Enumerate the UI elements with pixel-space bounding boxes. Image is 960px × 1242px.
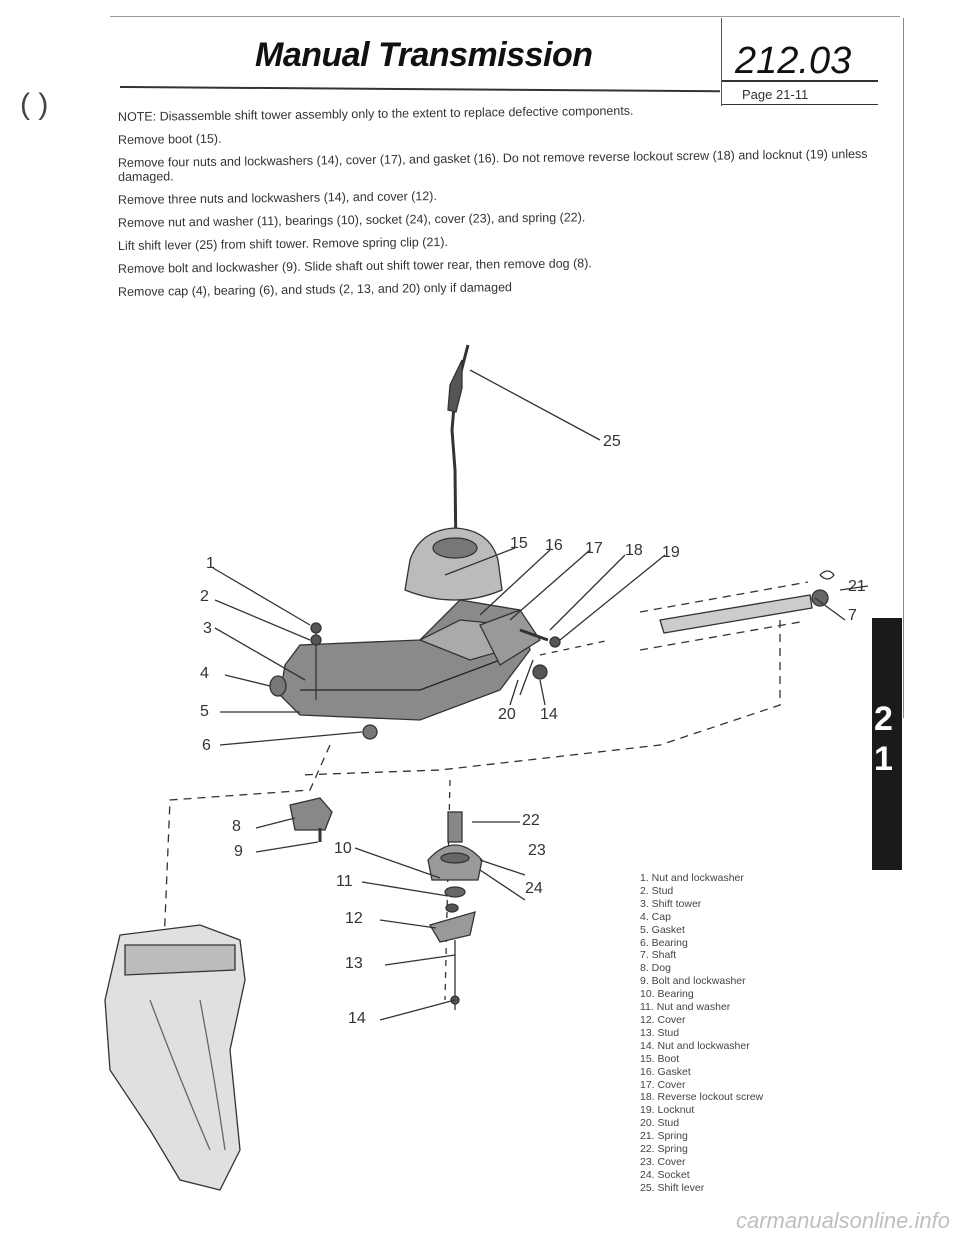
- watermark: carmanualsonline.info: [735, 1208, 950, 1233]
- legend-item: 20. Stud: [640, 1117, 680, 1130]
- legend-item: 24. Socket: [640, 1168, 690, 1181]
- legend-item: 17. Cover: [640, 1078, 686, 1091]
- callout-14-bottom: 14: [348, 1010, 366, 1027]
- legend-item: 22. Spring: [640, 1143, 688, 1156]
- legend-item: 3. Shift tower: [640, 897, 702, 910]
- callout-1: 1: [206, 555, 215, 572]
- page-title: Manual Transmission: [255, 36, 593, 74]
- legend-item: 10. Bearing: [640, 988, 694, 1001]
- legend-item: 18. Reverse lockout screw: [640, 1091, 764, 1104]
- callout-13: 13: [345, 955, 363, 972]
- callout-25: 25: [603, 433, 621, 450]
- callout-23: 23: [528, 842, 546, 859]
- legend-item: 15. Boot: [640, 1052, 680, 1065]
- callout-9: 9: [234, 843, 243, 860]
- leader-25: [469, 369, 601, 441]
- section-tab-digit: 1: [874, 740, 893, 778]
- legend-item: 5. Gasket: [640, 923, 685, 936]
- callout-17: 17: [585, 540, 603, 557]
- callout-22: 22: [522, 812, 540, 829]
- shift-tower: [279, 599, 531, 721]
- legend-item: 16. Gasket: [640, 1065, 691, 1078]
- callout-7: 7: [848, 607, 857, 624]
- parts-legend: 1. Nut and lockwasher 2. Stud 3. Shift t…: [640, 872, 763, 1195]
- page-number: Page 21-11: [742, 87, 809, 102]
- legend-item: 23. Cover: [640, 1155, 686, 1168]
- callout-14-top: 14: [540, 706, 558, 723]
- legend-item: 25. Shift lever: [640, 1181, 705, 1194]
- legend-item: 14. Nut and lockwasher: [640, 1039, 750, 1052]
- callout-19: 19: [662, 544, 680, 561]
- callout-4: 4: [200, 665, 209, 682]
- legend-item: 4. Cap: [640, 910, 671, 923]
- transmission-housing: [104, 924, 246, 1191]
- legend-item: 19. Locknut: [640, 1104, 695, 1117]
- callout-18: 18: [625, 542, 643, 559]
- binder-hole-mark: ( ): [20, 88, 49, 121]
- legend-item: 1. Nut and lockwasher: [640, 872, 744, 884]
- callout-16: 16: [545, 537, 563, 554]
- shift-lever-knob: [447, 359, 463, 413]
- legend-item: 13. Stud: [640, 1026, 680, 1039]
- callout-5: 5: [200, 703, 209, 720]
- callout-11: 11: [336, 873, 353, 890]
- callout-6: 6: [202, 737, 211, 754]
- callout-21: 21: [848, 578, 866, 595]
- section-number: 212.03: [735, 40, 852, 82]
- legend-item: 8. Dog: [640, 962, 671, 975]
- legend-item: 7. Shaft: [640, 949, 677, 962]
- boot: [404, 527, 503, 601]
- callout-10: 10: [334, 840, 352, 857]
- section-box-rule-bottom: [722, 104, 878, 105]
- legend-item: 11. Nut and washer: [640, 1001, 731, 1014]
- shaft: [659, 594, 813, 634]
- callout-12: 12: [345, 910, 363, 927]
- section-tab: [872, 618, 902, 870]
- page-right-border: [903, 18, 904, 718]
- callout-2: 2: [200, 588, 209, 605]
- callout-15: 15: [510, 535, 528, 552]
- top-rule: [110, 16, 900, 17]
- callout-3: 3: [203, 620, 212, 637]
- legend-item: 9. Bolt and lockwasher: [640, 975, 746, 988]
- callout-24: 24: [525, 880, 543, 897]
- legend-item: 2. Stud: [640, 884, 674, 897]
- callout-8: 8: [232, 818, 241, 835]
- section-tab-digit: 2: [874, 700, 893, 738]
- legend-item: 6. Bearing: [640, 936, 688, 949]
- callout-20: 20: [498, 706, 516, 723]
- dog: [289, 797, 333, 831]
- section-box-rule: [722, 80, 878, 82]
- legend-item: 12. Cover: [640, 1013, 686, 1026]
- legend-item: 21. Spring: [640, 1130, 688, 1143]
- section-box-divider: [721, 18, 722, 106]
